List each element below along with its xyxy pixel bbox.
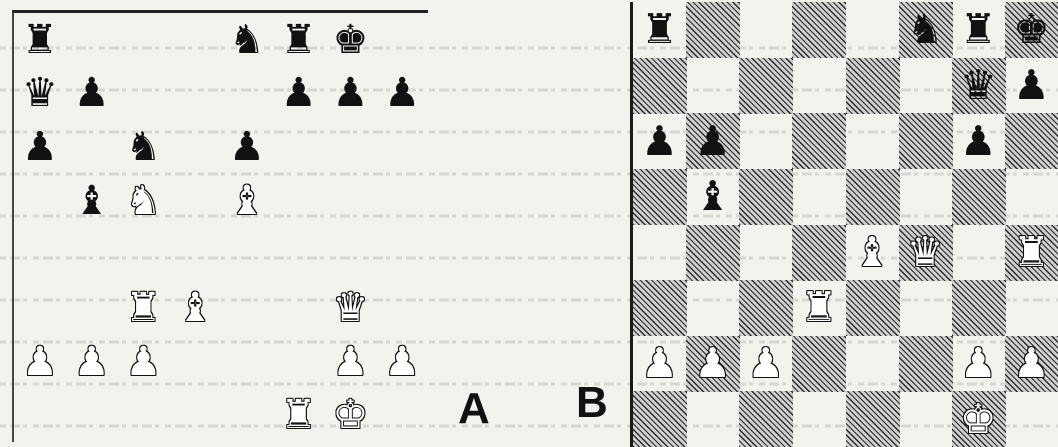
white-bishop-icon: ♝ [169, 281, 221, 335]
light-square [846, 113, 900, 169]
white-rook-icon: ♜ [118, 281, 170, 335]
black-bishop-icon: ♝ [686, 169, 739, 225]
dark-square [633, 280, 687, 336]
white-pawn-icon: ♟ [739, 336, 792, 392]
black-pawn-icon: ♟ [325, 67, 377, 121]
dark-square [739, 391, 793, 447]
light-square [1005, 391, 1058, 447]
light-square [899, 391, 953, 447]
light-square [899, 280, 953, 336]
black-king-icon: ♚ [1005, 2, 1058, 58]
chess-diagram-a: ♜♞♜♚♛♟♟♟♟♟♞♟♝♞♝♜♝♛♟♟♟♟♟♜♚ [12, 10, 428, 442]
white-pawn-icon: ♟ [376, 335, 428, 389]
dark-square [633, 391, 687, 447]
light-square [846, 2, 900, 58]
black-pawn-icon: ♟ [376, 67, 428, 121]
black-pawn-icon: ♟ [952, 113, 1005, 169]
light-square [899, 169, 953, 225]
white-pawn-icon: ♟ [118, 335, 170, 389]
dark-square [792, 2, 846, 58]
light-square [792, 58, 846, 114]
light-square [739, 225, 793, 281]
dark-square [686, 2, 740, 58]
dark-square [739, 58, 793, 114]
black-rook-icon: ♜ [952, 2, 1005, 58]
light-square [686, 391, 740, 447]
light-square [739, 2, 793, 58]
white-knight-icon: ♞ [118, 174, 170, 228]
black-bishop-icon: ♝ [66, 174, 118, 228]
black-knight-icon: ♞ [221, 13, 273, 67]
black-queen-icon: ♛ [952, 58, 1005, 114]
dark-square [739, 280, 793, 336]
white-rook-icon: ♜ [1005, 225, 1058, 281]
white-bishop-icon: ♝ [221, 174, 273, 228]
white-pawn-icon: ♟ [14, 335, 66, 389]
dark-square [899, 113, 953, 169]
light-square [1005, 280, 1058, 336]
black-pawn-icon: ♟ [686, 113, 739, 169]
dark-square [1005, 113, 1058, 169]
white-pawn-icon: ♟ [325, 335, 377, 389]
light-square [739, 113, 793, 169]
dark-square [846, 58, 900, 114]
dark-square [846, 391, 900, 447]
black-pawn-icon: ♟ [14, 120, 66, 174]
light-square [899, 58, 953, 114]
black-pawn-icon: ♟ [273, 67, 325, 121]
light-square [633, 225, 687, 281]
light-square [952, 225, 1006, 281]
dark-square [899, 336, 953, 392]
dark-square [792, 225, 846, 281]
white-king-icon: ♚ [325, 388, 377, 442]
light-square [792, 169, 846, 225]
white-pawn-icon: ♟ [633, 336, 686, 392]
black-king-icon: ♚ [325, 13, 377, 67]
diagram-label-a: A [458, 384, 490, 434]
black-rook-icon: ♜ [633, 2, 686, 58]
black-pawn-icon: ♟ [1005, 58, 1058, 114]
light-square [792, 391, 846, 447]
white-pawn-icon: ♟ [686, 336, 739, 392]
dark-square [952, 169, 1006, 225]
white-rook-icon: ♜ [792, 280, 845, 336]
black-knight-icon: ♞ [118, 120, 170, 174]
white-king-icon: ♚ [952, 391, 1005, 447]
dark-square [633, 169, 687, 225]
white-queen-icon: ♛ [325, 281, 377, 335]
dark-square [686, 225, 740, 281]
dark-square [952, 280, 1006, 336]
dark-square [739, 169, 793, 225]
dark-square [792, 336, 846, 392]
black-pawn-icon: ♟ [221, 120, 273, 174]
diagram-label-b: B [576, 378, 608, 428]
white-queen-icon: ♛ [899, 225, 952, 281]
black-queen-icon: ♛ [14, 67, 66, 121]
chess-diagram-b: ♜♞♜♚♛♟♟♟♟♝♝♛♜♜♟♟♟♟♟♚ [630, 2, 1058, 447]
dark-square [846, 280, 900, 336]
dark-square [792, 113, 846, 169]
white-rook-icon: ♜ [273, 388, 325, 442]
white-bishop-icon: ♝ [846, 225, 899, 281]
black-pawn-icon: ♟ [66, 67, 118, 121]
black-knight-icon: ♞ [899, 2, 952, 58]
light-square [686, 280, 740, 336]
black-rook-icon: ♜ [273, 13, 325, 67]
white-pawn-icon: ♟ [952, 336, 1005, 392]
dark-square [846, 169, 900, 225]
light-square [846, 336, 900, 392]
white-pawn-icon: ♟ [1005, 336, 1058, 392]
light-square [686, 58, 740, 114]
white-pawn-icon: ♟ [66, 335, 118, 389]
dark-square [633, 58, 687, 114]
black-rook-icon: ♜ [14, 13, 66, 67]
light-square [1005, 169, 1058, 225]
black-pawn-icon: ♟ [633, 113, 686, 169]
